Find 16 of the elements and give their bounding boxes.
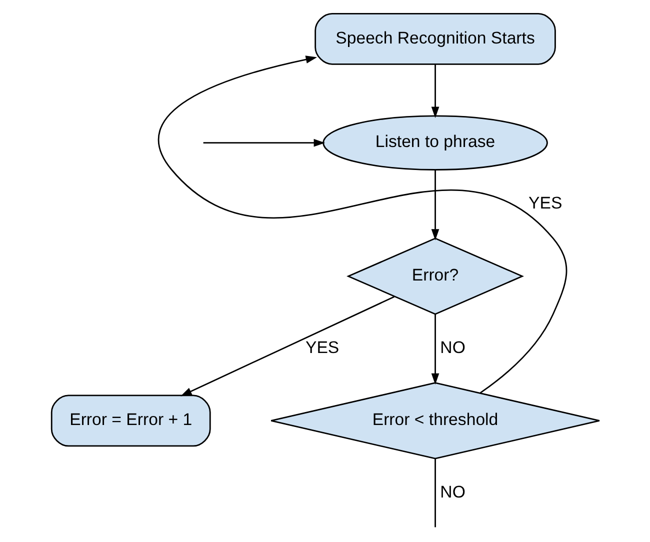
arrow <box>430 170 439 240</box>
connector <box>434 458 436 528</box>
edge-label: NO <box>440 338 465 357</box>
node-box: Error = Error + 1 <box>50 394 210 447</box>
arrow <box>158 56 567 394</box>
node-diamond: Error < threshold <box>270 382 600 460</box>
edge-label: YES <box>528 193 562 212</box>
node-box: Speech Recognition Starts <box>314 12 556 65</box>
arrow <box>430 64 439 118</box>
arrow <box>430 314 439 385</box>
node-diamond: Error? <box>346 238 524 315</box>
arrow <box>202 138 325 147</box>
node-ellipse: Listen to phrase <box>322 115 548 170</box>
arrow <box>180 296 394 396</box>
edge-label: NO <box>440 482 465 502</box>
edge-label: YES <box>305 338 339 357</box>
